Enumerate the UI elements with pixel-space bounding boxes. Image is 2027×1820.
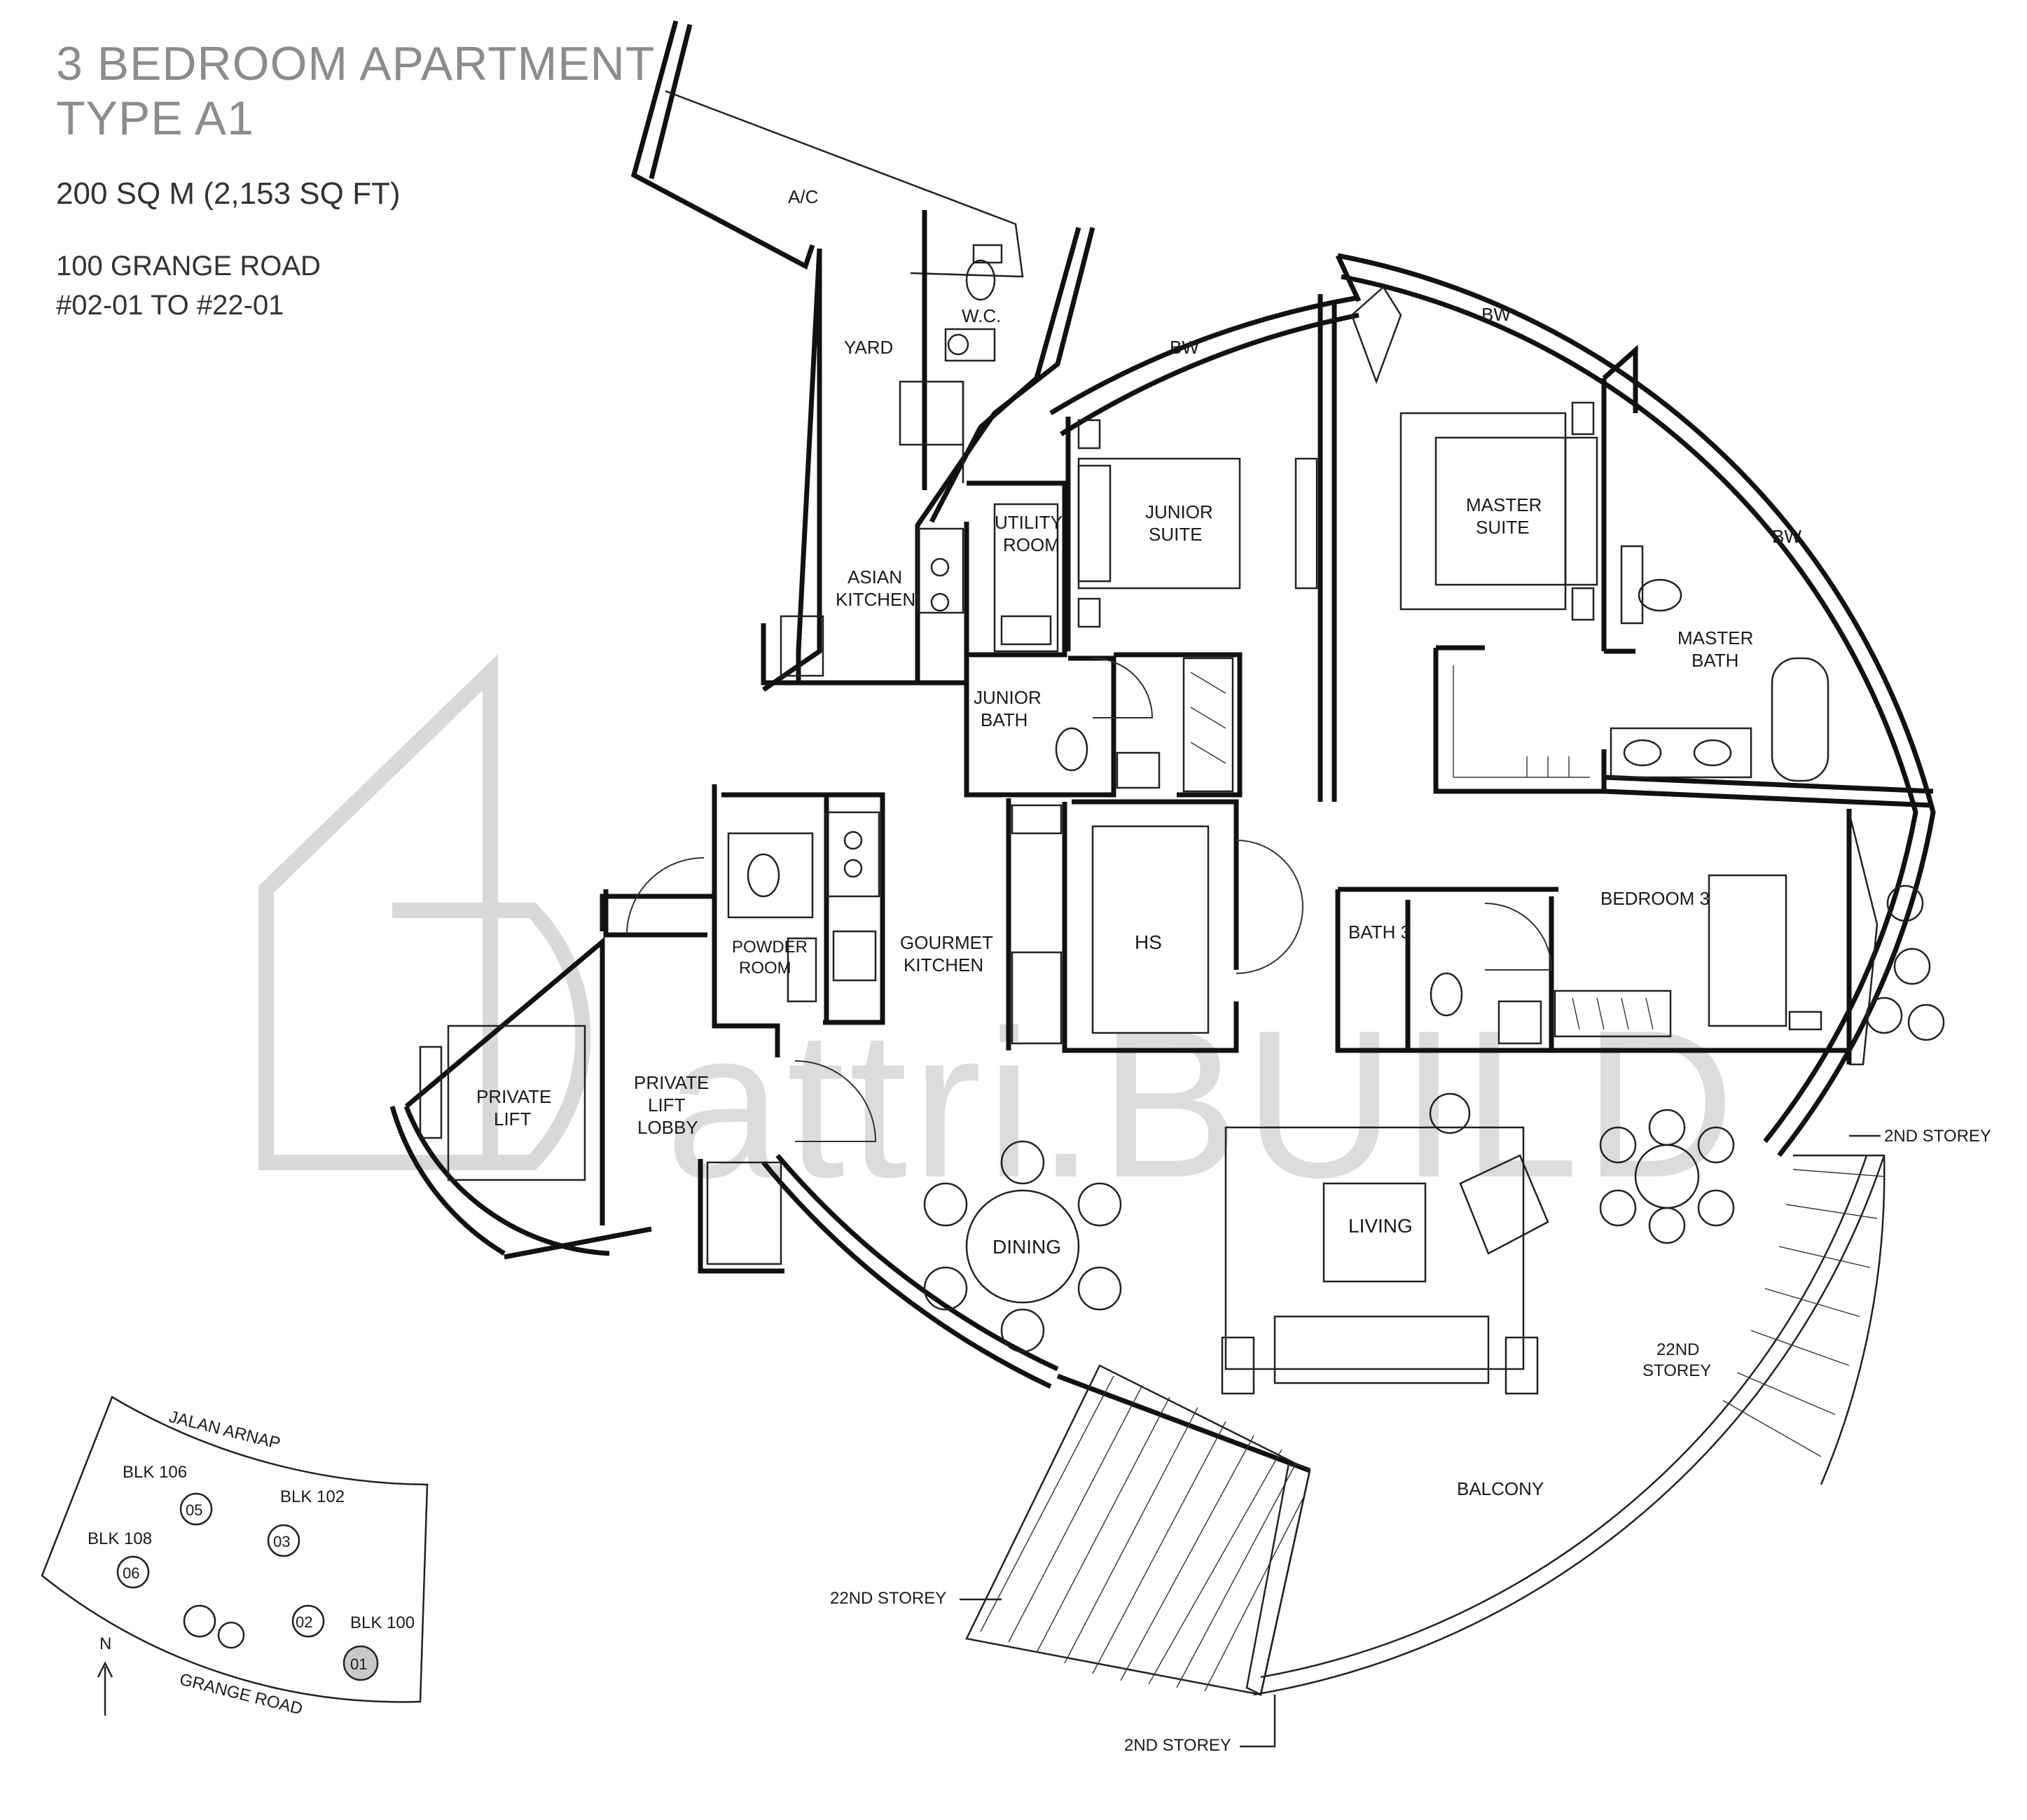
room-label-hs: HS: [1135, 931, 1162, 953]
keyplan-road-top: JALAN ARNAP: [167, 1408, 282, 1454]
room-label-lobby-3: LOBBY: [637, 1117, 698, 1138]
title-line-2: TYPE A1: [56, 92, 254, 145]
keyplan-unit-03: 03: [273, 1533, 290, 1550]
room-label-powder-2: ROOM: [739, 959, 791, 978]
room-label-bw-junior: BW: [1170, 337, 1199, 358]
keyplan-blk100: BLK 100: [350, 1613, 415, 1632]
keyplan-unit-01: 01: [350, 1655, 367, 1673]
room-label-balcony: BALCONY: [1457, 1478, 1544, 1499]
room-label-master-bath-2: BATH: [1692, 650, 1738, 671]
room-label-junior-suite-1: JUNIOR: [1145, 501, 1213, 522]
keyplan-blk108: BLK 108: [88, 1529, 152, 1548]
title-line-1: 3 BEDROOM APARTMENT: [56, 37, 656, 90]
room-label-bw-right: BW: [1772, 526, 1801, 547]
keyplan-unit-02: 02: [296, 1613, 312, 1631]
key-plan: JALAN ARNAP GRANGE ROAD BLK 106 BLK 102 …: [41, 1396, 429, 1719]
units-line: #02-01 TO #22-01: [56, 290, 284, 321]
keyplan-road-bottom: GRANGE ROAD: [178, 1670, 305, 1719]
room-label-asian-kitchen-1: ASIAN: [848, 567, 902, 588]
room-label-powder-1: POWDER: [732, 938, 808, 957]
room-label-asian-kitchen-2: KITCHEN: [836, 589, 915, 610]
room-label-master-suite-1: MASTER: [1466, 494, 1542, 515]
room-label-living: LIVING: [1348, 1215, 1413, 1237]
room-label-bath3: BATH 3: [1348, 922, 1411, 943]
address-block: 100 GRANGE ROAD #02-01 TO #22-01: [56, 246, 321, 325]
room-label-private-lift-1: PRIVATE: [476, 1086, 551, 1107]
north-arrow-icon: [97, 1661, 113, 1716]
keyplan-blk106: BLK 106: [123, 1463, 187, 1482]
address-line: 100 GRANGE ROAD: [56, 251, 321, 282]
title-block: 3 BEDROOM APARTMENT TYPE A1: [56, 36, 655, 146]
annotation-2nd-storey-bottom: 2ND STOREY: [1124, 1736, 1231, 1755]
keyplan-unit-06: 06: [123, 1564, 139, 1582]
room-label-master-suite-2: SUITE: [1476, 517, 1530, 538]
annotation-22nd-storey-left: 22ND STOREY: [830, 1589, 946, 1608]
room-label-junior-suite-2: SUITE: [1149, 524, 1203, 545]
room-label-utility-1: UTILITY: [995, 512, 1063, 533]
room-label-junior-bath-1: JUNIOR: [974, 687, 1042, 708]
room-label-dining: DINING: [992, 1236, 1061, 1258]
room-label-junior-bath-2: BATH: [981, 709, 1028, 730]
room-label-gourmet-2: KITCHEN: [904, 954, 983, 975]
room-label-lobby-1: PRIVATE: [634, 1072, 709, 1093]
keyplan-north-label: N: [99, 1634, 111, 1653]
room-label-wc: W.C.: [962, 305, 1001, 326]
room-label-bw-master: BW: [1481, 304, 1511, 325]
room-label-master-bath-1: MASTER: [1677, 627, 1753, 648]
annotation-2nd-storey-right: 2ND STOREY: [1884, 1127, 1991, 1146]
watermark-text: attri.BUILD: [665, 986, 1739, 1221]
room-label-bedroom3: BEDROOM 3: [1600, 888, 1710, 909]
area-text: 200 SQ M (2,153 SQ FT): [56, 176, 401, 211]
annotation-22nd-storey-right-1: 22ND: [1656, 1340, 1699, 1359]
room-label-lobby-2: LIFT: [648, 1095, 686, 1116]
room-label-utility-2: ROOM: [1003, 534, 1060, 555]
room-label-yard: YARD: [844, 337, 893, 358]
annotation-22nd-storey-right-2: STOREY: [1642, 1361, 1711, 1380]
keyplan-unit-05: 05: [186, 1501, 202, 1519]
room-label-ac: A/C: [788, 186, 818, 207]
room-label-gourmet-1: GOURMET: [900, 932, 993, 953]
keyplan-blk102: BLK 102: [280, 1487, 345, 1506]
room-label-private-lift-2: LIFT: [494, 1109, 532, 1130]
